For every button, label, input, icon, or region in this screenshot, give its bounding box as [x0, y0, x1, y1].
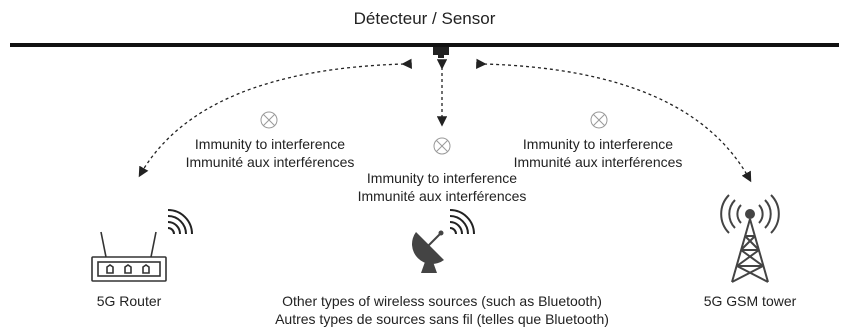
router-label: 5G Router	[96, 293, 162, 309]
blocked-icon	[433, 137, 451, 155]
sensor-bar	[10, 43, 839, 47]
router-link-label-en: Immunity to interference	[194, 136, 346, 152]
other-sources-label-fr: Autres types de sources sans fil (telles…	[275, 311, 609, 327]
wifi-signal-icon	[449, 209, 475, 235]
blocked-icon	[590, 111, 608, 129]
router-link-label: Immunity to interference Immunité aux in…	[180, 135, 360, 171]
bluetooth-link-label: Immunity to interference Immunité aux in…	[330, 169, 554, 205]
other-sources-label: Other types of wireless sources (such as…	[250, 292, 634, 328]
other-sources-label-en: Other types of wireless sources (such as…	[282, 293, 602, 309]
sensor-icon	[433, 47, 449, 58]
diagram-title: Détecteur / Sensor	[353, 9, 496, 28]
bluetooth-link-label-fr: Immunité aux interférences	[357, 188, 527, 204]
tower-label: 5G GSM tower	[703, 293, 797, 309]
cell-tower-icon	[720, 194, 780, 283]
wifi-signal-icon	[167, 209, 193, 235]
satellite-dish-icon	[412, 230, 444, 273]
router-icon	[91, 231, 167, 282]
gsm-link-label-fr: Immunité aux interférences	[513, 154, 683, 170]
gsm-link-arrow	[476, 58, 752, 183]
router-link-label-fr: Immunité aux interférences	[185, 154, 355, 170]
blocked-icon	[260, 111, 278, 129]
gsm-link-label-en: Immunity to interference	[522, 136, 674, 152]
bluetooth-link-label-en: Immunity to interference	[366, 170, 518, 186]
router-link-arrow	[138, 58, 412, 178]
gsm-link-label: Immunity to interference Immunité aux in…	[500, 135, 696, 171]
